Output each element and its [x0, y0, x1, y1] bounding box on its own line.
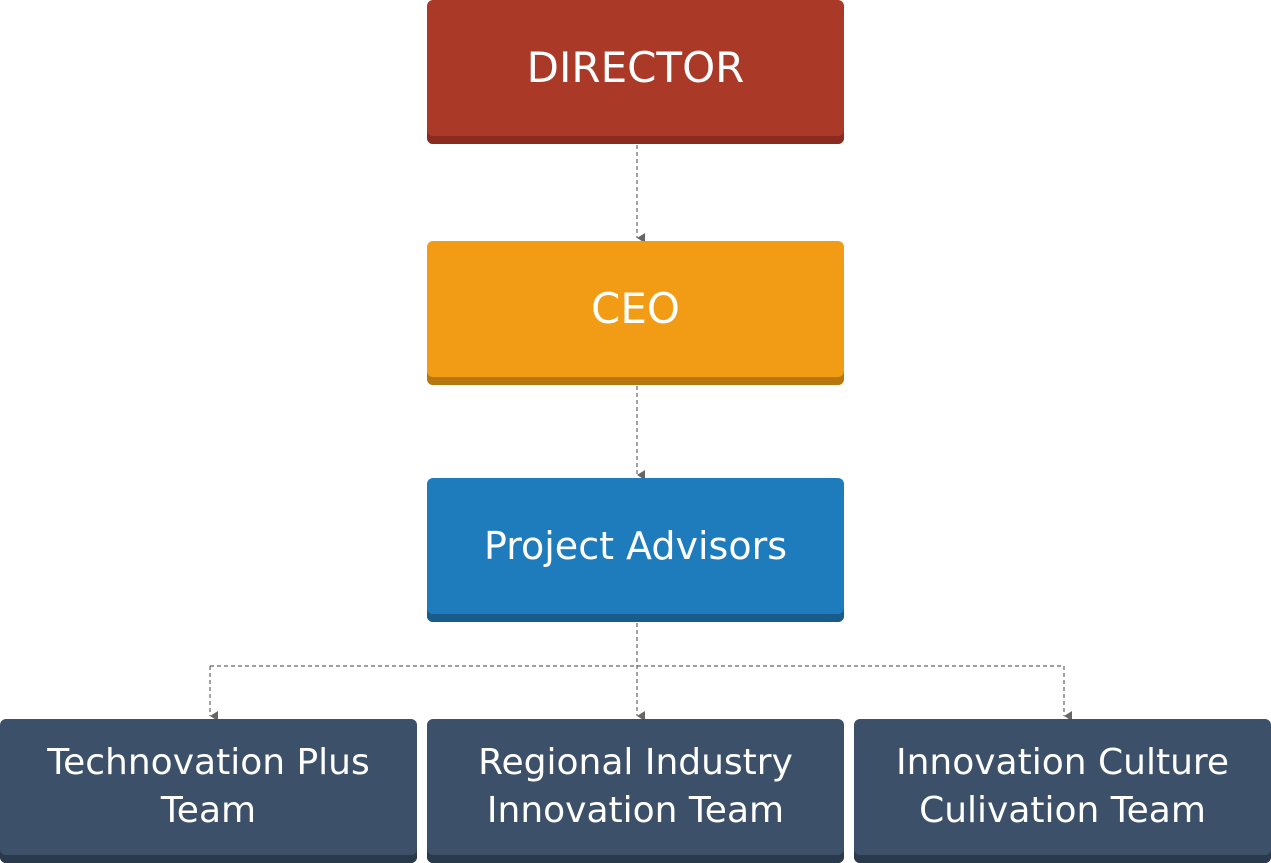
project-advisors-label: Project Advisors [483, 524, 788, 568]
team-3-label-line-1: Innovation Culture [895, 742, 1230, 783]
team-2-label-line-1: Regional Industry [478, 742, 793, 783]
director-label: DIRECTOR [526, 43, 745, 92]
team-1-label-line-1: Technovation Plus [47, 742, 370, 783]
ceo-label: CEO [591, 284, 680, 333]
team-2-label-line-2: Innovation Team [486, 790, 785, 831]
technovation-plus-team-box: Technovation Plus Team [0, 719, 417, 863]
regional-industry-innovation-team-box: Regional Industry Innovation Team [427, 719, 844, 863]
team-3-label-line-2: Culivation Team [919, 790, 1206, 831]
innovation-culture-culivation-team-box: Innovation Culture Culivation Team [854, 719, 1271, 863]
director-box: DIRECTOR [427, 0, 844, 144]
team-1-label-line-2: Team [160, 790, 257, 831]
ceo-box: CEO [427, 241, 844, 385]
project-advisors-box: Project Advisors [427, 478, 844, 622]
